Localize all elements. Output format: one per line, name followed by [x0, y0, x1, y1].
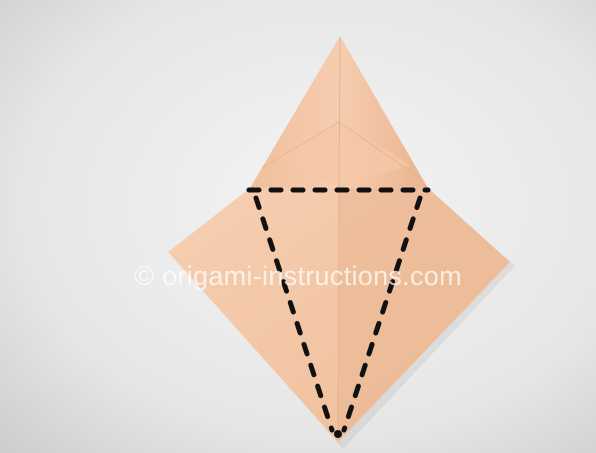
top-flap-inner-layer	[278, 120, 410, 188]
paper-right-face	[338, 188, 510, 442]
top-flap-crease-right	[338, 121, 421, 179]
fold-guide-lines	[246, 187, 431, 433]
fold-line-bottom-point	[334, 430, 342, 438]
top-flap-crease-left	[261, 121, 340, 169]
body-center-crease	[337, 187, 340, 441]
fold-line-left	[253, 195, 335, 433]
top-flap-crease	[338, 37, 341, 189]
fold-line-right	[341, 195, 423, 433]
